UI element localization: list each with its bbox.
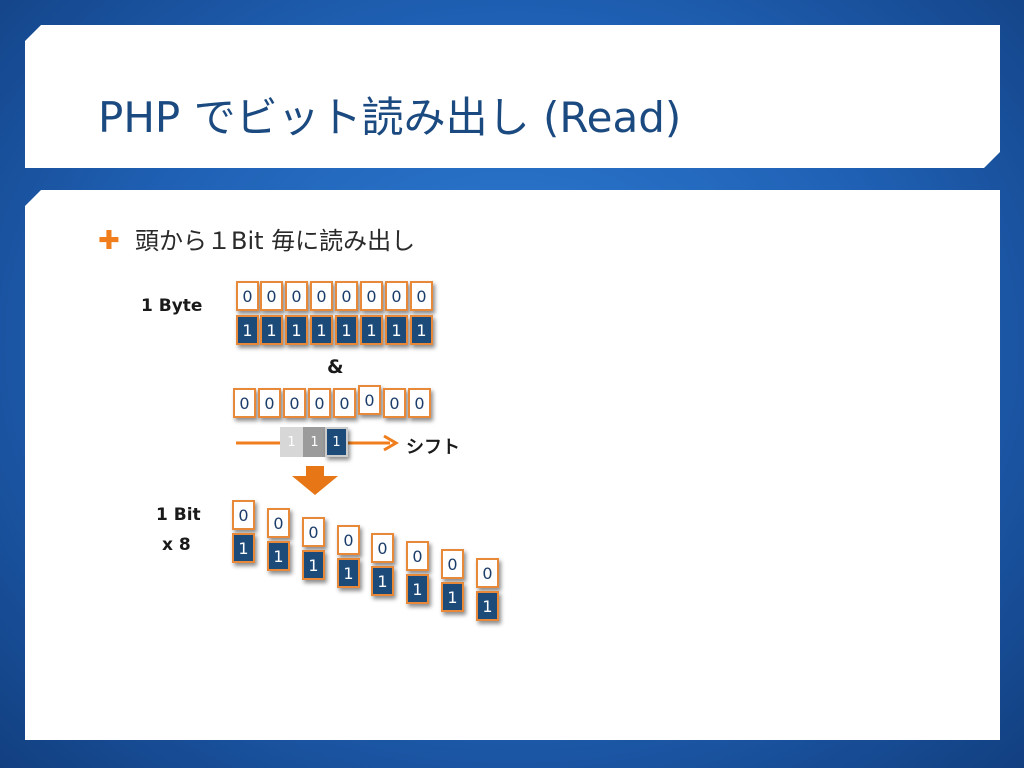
byte-label: 1 Byte (141, 296, 203, 316)
byte-top-cell: 0 (360, 281, 383, 311)
shift-bit-ghost: 1 (303, 427, 326, 457)
bit-top-cell: 0 (476, 558, 499, 588)
bit-bottom-cell: 1 (476, 591, 499, 621)
shift-label: シフト (406, 437, 460, 458)
byte-bottom-cell: 1 (285, 315, 308, 345)
byte-bottom-cell: 1 (310, 315, 333, 345)
byte-top-cell: 0 (410, 281, 433, 311)
byte-bottom-cell: 1 (410, 315, 433, 345)
bits-label-line2: x 8 (162, 535, 191, 555)
bit-top-cell: 0 (267, 508, 290, 538)
byte-top-cell: 0 (260, 281, 283, 311)
title-panel (25, 25, 1000, 168)
bits-label-line1: 1 Bit (156, 505, 201, 525)
byte-bottom-cell: 1 (360, 315, 383, 345)
and-operator: & (327, 356, 344, 378)
content-panel (25, 190, 1000, 740)
bit-bottom-cell: 1 (337, 558, 360, 588)
bit-top-cell: 0 (441, 549, 464, 579)
byte-top-cell: 0 (236, 281, 259, 311)
mask-cell: 0 (308, 388, 331, 418)
bit-top-cell: 0 (371, 533, 394, 563)
plus-icon: ✚ (98, 226, 120, 256)
mask-cell: 0 (283, 388, 306, 418)
mask-cell: 0 (358, 385, 381, 415)
byte-top-cell: 0 (385, 281, 408, 311)
bit-top-cell: 0 (337, 525, 360, 555)
byte-bottom-cell: 1 (236, 315, 259, 345)
slide-title: PHP でビット読み出し (Read) (98, 93, 682, 142)
byte-top-cell: 0 (285, 281, 308, 311)
mask-cell: 0 (233, 388, 256, 418)
byte-top-cell: 0 (335, 281, 358, 311)
bit-bottom-cell: 1 (406, 574, 429, 604)
bit-bottom-cell: 1 (267, 541, 290, 571)
bit-bottom-cell: 1 (232, 533, 255, 563)
mask-cell: 0 (333, 388, 356, 418)
mask-cell: 0 (258, 388, 281, 418)
mask-cell: 0 (383, 388, 406, 418)
byte-bottom-cell: 1 (385, 315, 408, 345)
bit-top-cell: 0 (406, 541, 429, 571)
mask-cell: 0 (408, 388, 431, 418)
byte-bottom-cell: 1 (335, 315, 358, 345)
byte-bottom-cell: 1 (260, 315, 283, 345)
shift-bit-ghost: 1 (280, 427, 303, 457)
bullet-text: 頭から１Bit 毎に読み出し (135, 227, 416, 255)
byte-top-cell: 0 (310, 281, 333, 311)
bit-bottom-cell: 1 (371, 566, 394, 596)
bit-bottom-cell: 1 (302, 550, 325, 580)
bit-top-cell: 0 (302, 517, 325, 547)
bit-bottom-cell: 1 (441, 582, 464, 612)
bit-top-cell: 0 (232, 500, 255, 530)
shift-bit: 1 (325, 427, 348, 457)
